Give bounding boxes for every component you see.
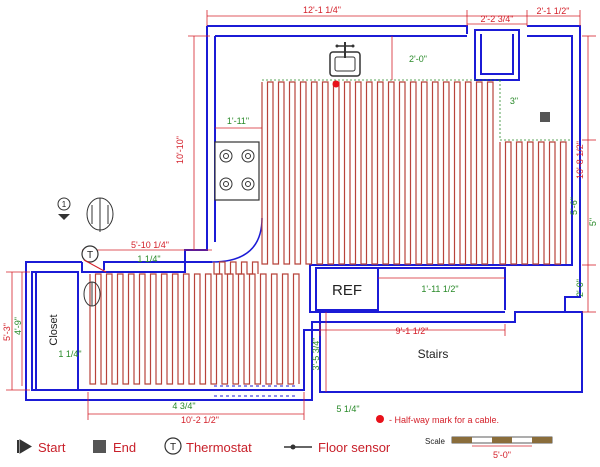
legend-floor-sensor: Floor sensor bbox=[318, 440, 391, 455]
halfway-mark-dot bbox=[332, 80, 340, 88]
dim-right-5-6: 5'-6" bbox=[569, 197, 579, 215]
dim-top-right: 2'-1 1/2" bbox=[537, 6, 570, 16]
thermostat-marker-letter: T bbox=[87, 250, 93, 261]
end-legend-icon bbox=[93, 440, 106, 453]
dim-right-2-0: 2'-0" bbox=[575, 279, 585, 297]
door-arc bbox=[211, 217, 263, 263]
legend: Start End T Thermostat Floor sensor bbox=[17, 437, 391, 455]
dim-bottom-514: 5 1/4" bbox=[336, 404, 359, 414]
thermostat-legend-icon bbox=[164, 437, 182, 455]
dim-stairs-height: 3'-5 3/4" bbox=[311, 338, 321, 371]
dim-sink-offset: 2'-0" bbox=[409, 54, 427, 64]
dim-bottom-434: 4 3/4" bbox=[172, 401, 195, 411]
dim-closet-53: 5'-3" bbox=[2, 323, 12, 341]
stairs-label: Stairs bbox=[418, 347, 449, 361]
stove-icon bbox=[214, 141, 260, 201]
pantry-inner bbox=[480, 34, 514, 75]
dim-closet-49: 4'-9" bbox=[13, 317, 23, 335]
start-marker-number: 1 bbox=[62, 200, 67, 209]
counter bbox=[378, 267, 506, 310]
stairs-wall bbox=[319, 311, 583, 393]
heating-cable-right bbox=[499, 141, 567, 265]
dim-ref-counter: 1'-11 1/2" bbox=[421, 284, 458, 294]
heating-cable-main bbox=[261, 81, 494, 265]
start-legend-icon bbox=[19, 439, 32, 454]
halfway-note: - Half-way mark for a cable. bbox=[389, 415, 499, 425]
cable-area-outline bbox=[262, 79, 572, 141]
scale-value: 5'-0" bbox=[493, 450, 511, 460]
inner-wall bbox=[214, 35, 573, 313]
sink-icon bbox=[329, 42, 361, 77]
dim-right-5: 5" bbox=[588, 218, 598, 226]
dim-gap-3: 3" bbox=[510, 96, 518, 106]
dim-left-height: 10'-10" bbox=[175, 136, 185, 164]
dim-closet-1-14: 1 1/4" bbox=[58, 349, 81, 359]
dim-corridor: 5'-10 1/4" bbox=[131, 240, 169, 250]
legend-thermostat-letter: T bbox=[170, 442, 176, 453]
pantry-box bbox=[474, 29, 520, 81]
legend-end: End bbox=[113, 440, 136, 455]
dim-stairs-width: 9'-1 1/2" bbox=[396, 326, 429, 336]
dim-stove-offset: 1'-11" bbox=[227, 116, 249, 126]
dim-bottom-total: 10'-2 1/2" bbox=[181, 415, 219, 425]
dim-right-height: 10'-8 1/2" bbox=[575, 141, 585, 179]
dim-top-mid: 2'-2 3/4" bbox=[481, 14, 514, 24]
dimension-lines bbox=[6, 10, 596, 420]
scale-label: Scale bbox=[425, 437, 446, 446]
ref-label: REF bbox=[332, 282, 362, 299]
ref-box bbox=[315, 267, 379, 311]
start-marker: 1 bbox=[57, 197, 71, 220]
floor-sensor-icon bbox=[83, 197, 114, 307]
end-marker-icon bbox=[540, 112, 550, 122]
legend-start: Start bbox=[38, 440, 66, 455]
thermostat-icon: T bbox=[81, 245, 99, 263]
dim-small-1-14: 1 1/4" bbox=[137, 254, 160, 264]
dim-top-total: 12'-1 1/4" bbox=[303, 5, 341, 15]
closet-label: Closet bbox=[48, 314, 60, 345]
legend-thermostat: Thermostat bbox=[186, 440, 252, 455]
halfway-legend-dot bbox=[376, 415, 384, 423]
closet-wall bbox=[31, 271, 79, 391]
bottom-opening bbox=[214, 385, 298, 397]
scale-bar: Scale 5'-0" bbox=[425, 436, 553, 460]
heating-cable-left bbox=[89, 261, 300, 385]
